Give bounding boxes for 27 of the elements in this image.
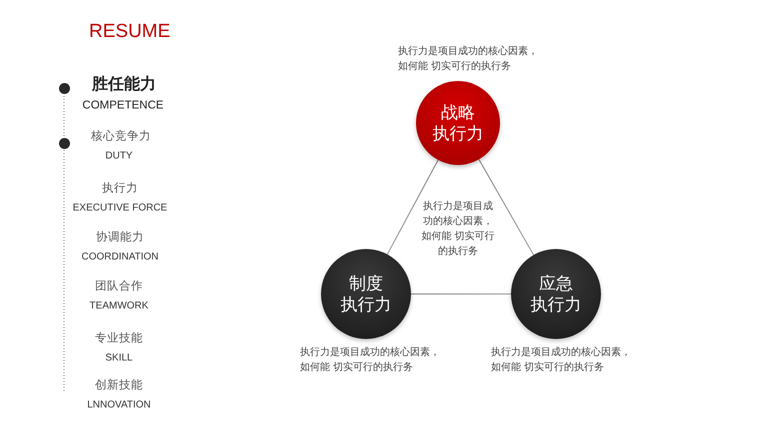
description-text: 执行力是项目成功的核心因素，如何能 切实可行的执行务 — [421, 200, 495, 259]
circle-node — [321, 249, 411, 339]
menu-label: 执行力 — [102, 181, 138, 196]
caption-text: 执行力是项目成功的核心因素，如何能 切实可行的执行务 — [491, 346, 632, 375]
menu-label: TEAMWORK — [90, 300, 148, 314]
menu-label: 协调能力 — [96, 230, 144, 246]
node-label: 战略执行力 — [432, 102, 484, 144]
title-text: RESUME — [89, 21, 170, 43]
node-label: 应急执行力 — [530, 273, 582, 315]
menu-label: LNNOVATION — [87, 398, 151, 412]
circle-node — [511, 249, 601, 339]
menu-label: DUTY — [105, 150, 133, 164]
menu-label: COMPETENCE — [82, 98, 164, 114]
menu-label: SKILL — [105, 352, 133, 366]
node-label: 制度执行力 — [340, 273, 392, 315]
menu-label: 核心竞争力 — [91, 128, 151, 144]
connector-line — [386, 160, 439, 255]
menu-label: 胜任能力 — [92, 74, 156, 95]
caption-text: 执行力是项目成功的核心因素，如何能 切实可行的执行务 — [300, 346, 441, 375]
connector-line — [478, 158, 534, 256]
menu-label: COORDINATION — [81, 250, 159, 264]
circle-node — [416, 81, 500, 165]
menu-label: EXECUTIVE FORCE — [72, 202, 168, 216]
menu-label: 专业技能 — [95, 331, 143, 346]
caption-text: 执行力是项目成功的核心因素，如何能 切实可行的执行务 — [398, 44, 539, 74]
menu-label: 创新技能 — [95, 378, 143, 394]
menu-label: 团队合作 — [95, 279, 143, 294]
